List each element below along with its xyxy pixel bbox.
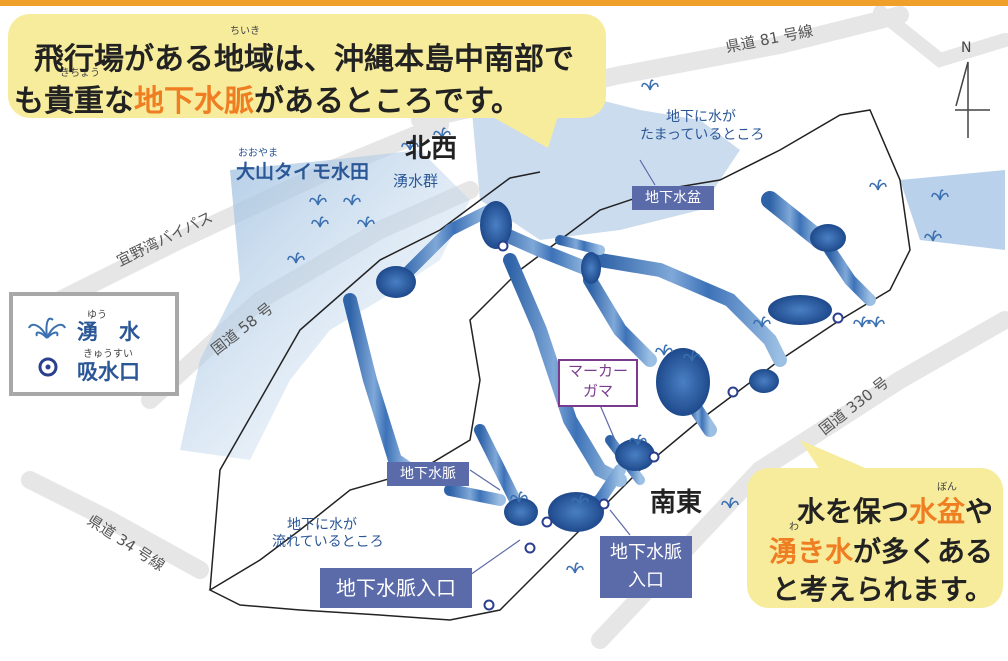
spring-icon bbox=[571, 494, 589, 506]
intake-points bbox=[483, 240, 844, 611]
intake-icon bbox=[524, 542, 536, 554]
spring-icon bbox=[357, 216, 375, 228]
spring-icon bbox=[655, 344, 673, 356]
base-boundary bbox=[208, 109, 911, 621]
spring-icon bbox=[309, 194, 327, 206]
intake-icon bbox=[598, 498, 610, 510]
spring-icon bbox=[683, 350, 701, 362]
label-basin: 地下水盆 bbox=[632, 186, 714, 210]
spring-icon bbox=[869, 179, 887, 191]
compass-north-label: N bbox=[961, 40, 972, 56]
spring-icon bbox=[510, 491, 528, 503]
spring-icon bbox=[931, 189, 949, 201]
spring-icon bbox=[853, 316, 871, 328]
spring-icon bbox=[401, 139, 419, 151]
road-north-branch bbox=[873, 5, 1008, 68]
label-vein-entrance-2: 地下水脈入口 bbox=[600, 536, 692, 598]
compass-icon bbox=[955, 61, 990, 138]
intake-icon bbox=[727, 386, 739, 398]
callout-bottom: ぼん わ 水を保つ水盆や 湧き水が多くある と考えられます。 bbox=[747, 468, 1003, 608]
intake-icon bbox=[832, 312, 844, 324]
place-ooyama: 大山タイモ水田 bbox=[236, 161, 370, 183]
annot-tamatte-1: 地下に水が bbox=[666, 109, 736, 125]
spring-icon bbox=[287, 252, 305, 264]
callout-top: ちいき きちょう 飛行場がある地域は、沖縄本島中南部で も貴重な地下水脈があると… bbox=[8, 14, 606, 119]
callout-top-line2: も貴重な地下水脈があるところです。 bbox=[14, 84, 521, 119]
haze-northwest bbox=[180, 150, 470, 460]
ruby-spring: ゆう bbox=[87, 310, 107, 321]
pointer-lines bbox=[469, 159, 656, 576]
spring-icon bbox=[924, 230, 942, 242]
spring-icon bbox=[566, 562, 584, 574]
spring-icon bbox=[343, 194, 361, 206]
callout-top-tail bbox=[480, 110, 560, 148]
label-vein-entrance: 地下水脈入口 bbox=[320, 568, 472, 608]
groundwater-pools bbox=[376, 201, 846, 532]
haze-east bbox=[900, 170, 1005, 250]
intake-icon bbox=[648, 451, 660, 463]
spring-icon bbox=[629, 434, 647, 446]
callout-bottom-tail bbox=[800, 440, 870, 470]
spring-icon bbox=[721, 497, 739, 509]
base-outer-line bbox=[209, 171, 541, 591]
intake-icon bbox=[497, 240, 509, 252]
top-accent-bar bbox=[0, 0, 1008, 6]
legend: ゆう 湧 水 きゅうすい 吸水口 bbox=[9, 292, 179, 396]
callout-bottom-line1: 水を保つ水盆や bbox=[796, 495, 993, 528]
spring-icon bbox=[753, 316, 771, 328]
ruby-chiiki: ちいき bbox=[230, 26, 260, 37]
label-nantou: 南東 bbox=[650, 488, 703, 518]
spring-icon bbox=[433, 127, 451, 139]
spring-icon bbox=[311, 216, 329, 228]
spring-icon bbox=[641, 79, 659, 91]
legend-intake: 吸水口 bbox=[77, 360, 140, 384]
ruby-ooyama: おおやま bbox=[238, 148, 278, 159]
highlight-chikasuimyaku: 地下水脈 bbox=[134, 84, 254, 119]
label-hokusei: 北西 bbox=[405, 134, 458, 164]
intake-icon bbox=[38, 357, 58, 377]
annot-flowing-1: 地下に水が bbox=[287, 517, 357, 533]
ruby-intake: きゅうすい bbox=[83, 349, 133, 360]
ruby-bon: ぼん bbox=[937, 482, 957, 493]
intake-icon bbox=[541, 516, 553, 528]
callout-top-line1: 飛行場がある地域は、沖縄本島中南部で bbox=[34, 42, 574, 77]
spring-icon bbox=[867, 316, 885, 328]
spring-icons bbox=[287, 79, 949, 574]
callout-bottom-line3: と考えられます。 bbox=[771, 573, 993, 606]
road-route-34 bbox=[21, 471, 209, 579]
intake-icon bbox=[483, 599, 495, 611]
label-yusui-gun: 湧水群 bbox=[393, 172, 439, 190]
annot-tamatte-2: たまっているところ bbox=[640, 127, 765, 143]
ruby-wa: わ bbox=[789, 522, 799, 533]
callout-bottom-line2: 湧き水が多くある bbox=[768, 535, 993, 568]
legend-spring: 湧 水 bbox=[77, 320, 140, 344]
label-marker-gama: マーカーガマ bbox=[558, 359, 638, 407]
spring-icon bbox=[28, 317, 66, 339]
label-vein: 地下水脈 bbox=[387, 462, 469, 486]
ruby-kichou: きちょう bbox=[60, 68, 100, 79]
annot-flowing-2: 流れているところ bbox=[272, 534, 384, 550]
